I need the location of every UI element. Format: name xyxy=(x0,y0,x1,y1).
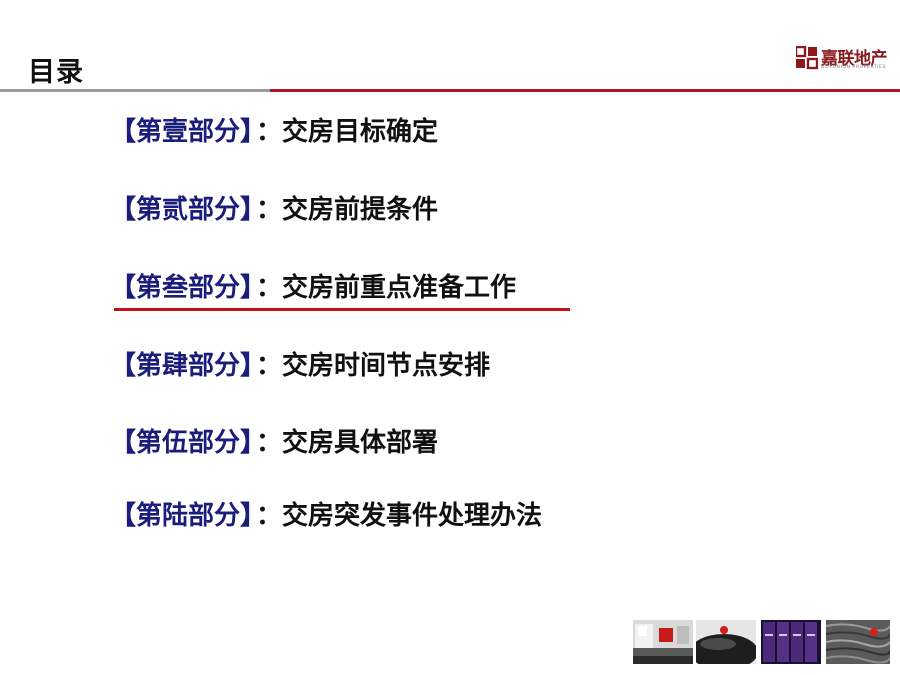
interior-photo-thumbnail xyxy=(633,620,693,664)
toc-part-label: 【第伍部分】 xyxy=(110,428,254,458)
toc-item[interactable]: 【第肆部分】：交房时间节点安排 xyxy=(110,350,490,382)
toc-part-label: 【第贰部分】 xyxy=(110,195,254,225)
toc-title: 交房前提条件 xyxy=(282,195,439,225)
toc-part-label: 【第肆部分】 xyxy=(110,351,254,381)
page-title: 目录 xyxy=(28,57,84,88)
toc-separator: ： xyxy=(256,273,283,303)
toc-part-label: 【第陆部分】 xyxy=(110,501,254,531)
toc-item-highlighted[interactable]: 【第叁部分】：交房前重点准备工作 xyxy=(110,272,516,304)
toc-title: 交房具体部署 xyxy=(282,428,439,458)
red-ball-photo-thumbnail xyxy=(696,620,756,664)
toc-separator: ： xyxy=(256,501,283,531)
logo-mark-icon xyxy=(796,46,818,70)
company-logo: 嘉联地产 GOTUNION PROPERTIES xyxy=(796,44,896,74)
toc-item[interactable]: 【第陆部分】：交房突发事件处理办法 xyxy=(110,500,542,532)
toc-part-label: 【第叁部分】 xyxy=(110,273,254,303)
toc-separator: ： xyxy=(256,428,283,458)
logo-name-cn: 嘉联地产 xyxy=(821,49,888,69)
highlight-underline xyxy=(114,308,570,311)
toc-separator: ： xyxy=(256,117,283,147)
toc-separator: ： xyxy=(256,195,283,225)
toc-title: 交房时间节点安排 xyxy=(282,351,491,381)
toc-item[interactable]: 【第伍部分】：交房具体部署 xyxy=(110,427,438,459)
wood-texture-photo-thumbnail xyxy=(826,620,890,664)
toc-separator: ： xyxy=(256,351,283,381)
logo-name-en: GOTUNION PROPERTIES xyxy=(821,65,887,70)
toc-item[interactable]: 【第贰部分】：交房前提条件 xyxy=(110,194,438,226)
toc-title: 交房突发事件处理办法 xyxy=(282,501,543,531)
header-rule-gray xyxy=(0,89,270,92)
header-rule-red xyxy=(270,89,900,92)
toc-title: 交房目标确定 xyxy=(282,117,439,147)
toc-part-label: 【第壹部分】 xyxy=(110,117,254,147)
toc-title: 交房前重点准备工作 xyxy=(282,273,517,303)
purple-books-photo-thumbnail xyxy=(761,620,821,664)
toc-item[interactable]: 【第壹部分】：交房目标确定 xyxy=(110,116,438,148)
